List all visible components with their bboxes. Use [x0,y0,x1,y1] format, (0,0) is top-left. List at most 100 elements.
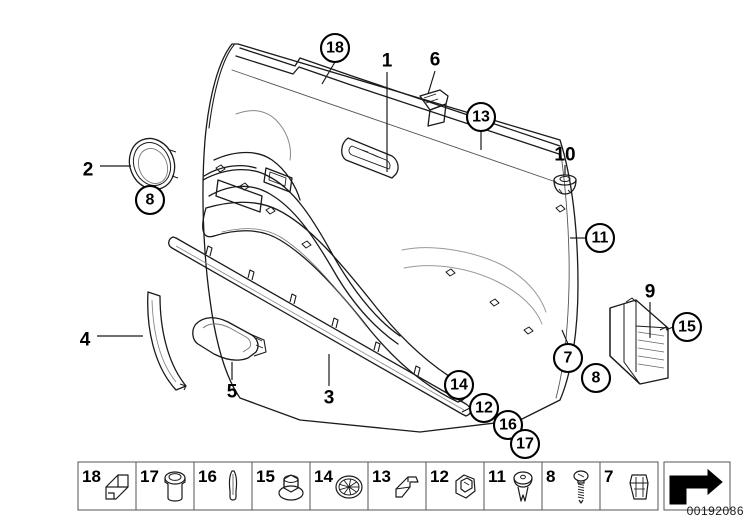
callout-16-circled: 16 [492,409,524,441]
callout-text: 9 [645,282,656,303]
map-pocket-shade [221,228,367,327]
trim-wedge-crease [151,299,177,383]
star-spreader-clip-icon [335,475,363,499]
bracket-clip-teeth [423,93,439,104]
legend-number: 14 [314,467,333,486]
leader-18c [321,61,336,85]
trim-wedge-outline [147,291,187,391]
trim-wedge-tip [179,383,187,391]
bracket-clip-top [419,89,449,111]
callout-circle [492,409,524,441]
callout-10-plain: 10 [554,145,575,166]
legend-number: 8 [546,467,555,486]
callout-text: 15 [678,319,696,336]
speaker-mid-ring [132,142,172,186]
callout-text: 8 [592,370,601,387]
handle-mount-ribs [255,337,264,349]
nut-cap-hole [559,176,571,182]
map-pocket-top-lip [205,201,463,385]
callout-3-plain: 3 [324,388,335,409]
screw-icon [573,470,589,504]
expansion-clip-icon [629,474,649,500]
nut-cap-skirt [553,179,577,195]
callout-circle [671,311,703,343]
pocket-insert-left [609,308,641,385]
callout-text: 12 [475,400,493,417]
armrest-top-curve [213,151,301,201]
callout-circle [580,362,612,394]
callout-circle [468,392,500,424]
pocket-insert-tab-top [625,297,637,303]
handle-body [192,317,259,361]
callout-circle [465,101,497,133]
pocket-insert-rib1 [623,304,641,385]
callout-circle [509,428,541,460]
callout-12-circled: 12 [468,392,500,424]
door-panel-beltline-bottom [235,55,560,155]
speaker-tabs [169,149,179,179]
door-panel-outline [202,43,579,433]
angled-bracket-icon [395,476,419,498]
armrest-front-curve [203,165,257,177]
callout-circle [552,342,584,374]
legend-number: 18 [82,467,101,486]
pocket-insert-hatch [637,331,665,369]
door-panel-front-edge-inner [208,44,235,129]
legend-number: 15 [256,467,275,486]
storage-pocket-insert-part [609,297,669,385]
trim-strip-clip-tabs [205,245,421,377]
callout-text: 6 [430,50,441,71]
small-bracket-clip-part [419,89,449,127]
speaker-cone [137,148,169,184]
lower-inset-top [401,247,547,313]
legend-number: 13 [372,467,391,486]
callout-8-circled: 8 [580,362,612,394]
speaker-outer-ring [128,137,176,191]
upper-inset-curve [235,110,291,161]
leader-12c [461,407,471,413]
part-number: 00192086 [687,504,744,518]
callout-15-circled: 15 [671,311,703,343]
callout-text: 14 [450,377,468,394]
callout-1-plain: 1 [382,51,393,72]
flange-nut-icon [278,474,304,501]
callout-circle [584,222,616,254]
handle-inner-curve [202,323,252,353]
callout-4-plain: 4 [80,330,91,351]
callout-6-plain: 6 [430,50,441,71]
push-pin-rivet-icon [513,471,533,502]
door-panel-beltline-top [239,47,561,147]
door-handle-recess [341,137,399,179]
callout-2-plain: 2 [83,160,94,181]
legend-number: 16 [198,467,217,486]
callout-text: 8 [146,192,155,209]
callout-8-circled: 8 [134,184,166,216]
door-opener-handle-part [192,317,267,361]
callout-text: 16 [499,417,517,434]
callout-13-circled: 13 [465,101,497,133]
callout-circle [443,369,475,401]
legend-number: 7 [604,467,613,486]
door-handle-detail [361,149,379,158]
map-pocket-front-round [202,207,215,238]
door-handle-recess-inner [348,145,391,170]
legend-number: 12 [430,467,449,486]
callout-text: 2 [83,160,94,181]
leader-6 [427,70,436,95]
callout-text: 7 [564,350,573,367]
callout-text: 18 [326,40,344,57]
callout-17-circled: 17 [509,428,541,460]
panel-clip-bosses [215,164,566,335]
callout-18-circled: 18 [319,32,351,64]
callout-text: 5 [227,382,238,403]
bent-arrow-icon [669,468,723,505]
nut-cap-ribs [558,188,572,194]
clip-bracket-icon [105,474,129,500]
window-switch-button [263,167,293,193]
legend-number: 11 [488,467,506,486]
speaker-cover-part [128,137,179,191]
bracket-clip-body [427,103,447,127]
window-switch-button-inner [268,171,287,187]
